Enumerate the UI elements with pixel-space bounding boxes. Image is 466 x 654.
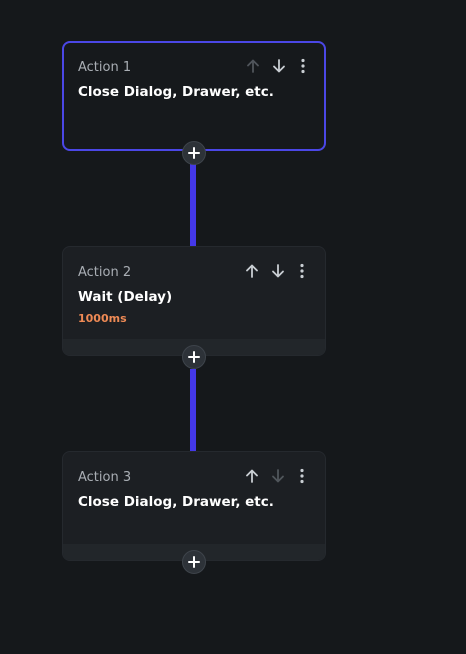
more-options-button[interactable] (293, 467, 311, 485)
action-detail: 1000ms (78, 312, 127, 325)
move-down-button[interactable] (270, 57, 288, 75)
action-card-1[interactable]: Action 1 Close Dialog, Drawer, etc. (62, 41, 326, 151)
add-action-button[interactable] (182, 345, 206, 369)
add-action-button[interactable] (182, 141, 206, 165)
move-up-button[interactable] (244, 57, 262, 75)
connector-line (190, 369, 196, 451)
move-up-button[interactable] (243, 262, 261, 280)
move-down-button[interactable] (269, 467, 287, 485)
move-up-button[interactable] (243, 467, 261, 485)
more-options-button[interactable] (294, 57, 312, 75)
action-title: Wait (Delay) (78, 289, 173, 305)
action-title: Close Dialog, Drawer, etc. (78, 494, 274, 510)
more-vertical-icon (294, 263, 310, 279)
action-label: Action 3 (78, 470, 132, 485)
connector-line (190, 164, 196, 246)
arrow-down-icon (270, 468, 286, 484)
arrow-down-icon (270, 263, 286, 279)
arrow-up-icon (245, 58, 261, 74)
plus-icon (188, 144, 200, 163)
action-title: Close Dialog, Drawer, etc. (78, 84, 274, 100)
action-card-2[interactable]: Action 2 Wait (Delay) 1000ms (62, 246, 326, 356)
move-down-button[interactable] (269, 262, 287, 280)
add-action-button[interactable] (182, 550, 206, 574)
arrow-up-icon (244, 263, 260, 279)
more-vertical-icon (295, 58, 311, 74)
action-label: Action 1 (78, 60, 132, 75)
plus-icon (188, 348, 200, 367)
arrow-down-icon (271, 58, 287, 74)
action-label: Action 2 (78, 265, 132, 280)
plus-icon (188, 553, 200, 572)
arrow-up-icon (244, 468, 260, 484)
action-card-3[interactable]: Action 3 Close Dialog, Drawer, etc. (62, 451, 326, 561)
more-options-button[interactable] (293, 262, 311, 280)
more-vertical-icon (294, 468, 310, 484)
